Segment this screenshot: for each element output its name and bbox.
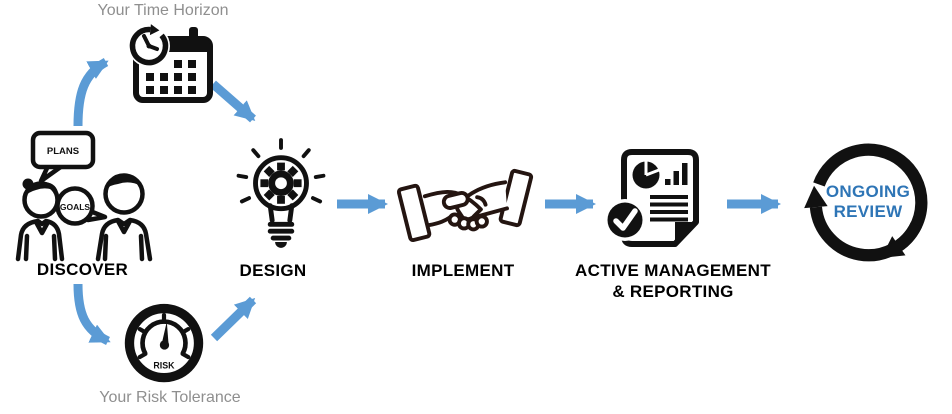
stage-label-design: DESIGN bbox=[239, 261, 307, 280]
handshake-icon bbox=[396, 168, 534, 243]
report-document-icon bbox=[604, 149, 699, 247]
people-conversation-icon: PLANS GOALS bbox=[15, 130, 153, 262]
risk-gauge-text: RISK bbox=[153, 360, 175, 370]
ongoing-review-line2: REVIEW bbox=[833, 202, 903, 221]
time-horizon-label: Your Time Horizon bbox=[97, 2, 229, 19]
connector-arrow-discover-to-risk bbox=[73, 283, 111, 346]
connector-arrow-implement-to-active bbox=[545, 194, 596, 214]
plans-bubble-text: PLANS bbox=[47, 146, 79, 157]
connector-arrow-time-horizon-to-design bbox=[210, 80, 256, 123]
active-management-line1: ACTIVE MANAGEMENT bbox=[575, 261, 771, 280]
ongoing-review-line1: ONGOING bbox=[825, 182, 911, 201]
cycle-arrows-icon bbox=[804, 143, 928, 262]
goals-bubble-text: GOALS bbox=[60, 202, 91, 212]
connector-arrow-risk-to-design bbox=[210, 296, 257, 342]
connector-arrow-active-to-ongoing bbox=[727, 194, 781, 214]
calendar-clock-icon bbox=[128, 24, 213, 103]
lightbulb-gear-icon bbox=[236, 138, 326, 248]
risk-tolerance-label: Your Risk Tolerance bbox=[99, 389, 241, 406]
stage-label-discover: DISCOVER bbox=[36, 260, 129, 279]
connector-arrow-design-to-implement bbox=[337, 194, 388, 214]
stage-label-implement: IMPLEMENT bbox=[411, 261, 515, 280]
stage-label-active-management: ACTIVE MANAGEMENT & REPORTING bbox=[558, 260, 788, 302]
connector-arrow-discover-to-time-horizon bbox=[73, 58, 109, 127]
risk-gauge-icon: RISK bbox=[124, 303, 204, 383]
stage-label-ongoing-review: ONGOING REVIEW bbox=[798, 182, 938, 222]
active-management-line2: & REPORTING bbox=[612, 282, 734, 301]
